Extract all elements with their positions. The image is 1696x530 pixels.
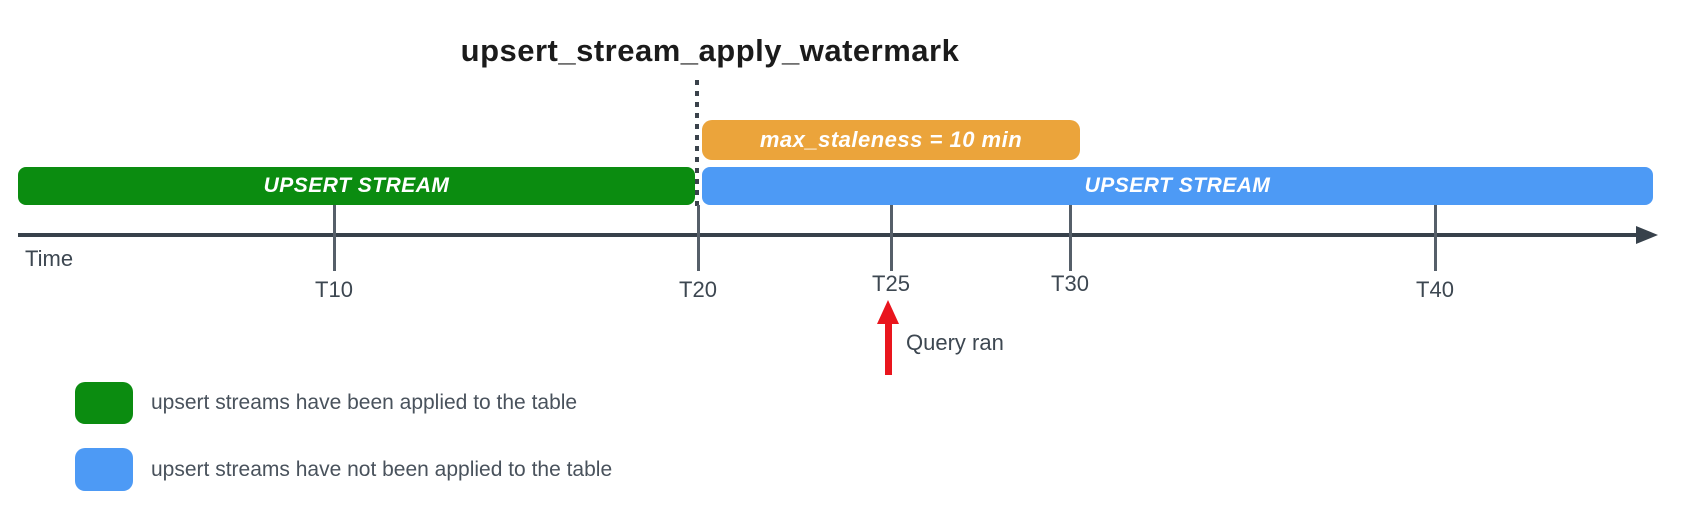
upsert-stream-applied-bar-label: UPSERT STREAM xyxy=(263,174,450,197)
tick-t30-label: T30 xyxy=(1051,271,1089,296)
query-ran-arrow-shaft xyxy=(885,318,892,375)
tick-t20-line xyxy=(697,205,700,271)
query-ran-arrow-icon xyxy=(877,300,899,324)
tick-t25-line xyxy=(890,205,893,271)
tick-t20-label: T20 xyxy=(679,277,717,302)
tick-t10-label: T10 xyxy=(315,277,353,302)
watermark-dotted-line xyxy=(695,80,699,206)
upsert-stream-pending-bar-label: UPSERT STREAM xyxy=(1084,174,1271,197)
time-axis-arrowhead-icon xyxy=(1636,226,1658,244)
query-ran-label: Query ran xyxy=(906,330,1004,355)
tick-t30-line xyxy=(1069,205,1072,271)
tick-t10-line xyxy=(333,205,336,271)
time-axis-line xyxy=(18,233,1640,237)
tick-t25-label: T25 xyxy=(872,271,910,296)
upsert-stream-applied-bar: UPSERT STREAM xyxy=(18,167,695,205)
upsert-stream-pending-bar: UPSERT STREAM xyxy=(702,167,1653,205)
legend-item-applied: upsert streams have been applied to the … xyxy=(75,382,577,424)
legend-swatch-green xyxy=(75,382,133,424)
tick-t40-line xyxy=(1434,205,1437,271)
diagram-title: upsert_stream_apply_watermark xyxy=(460,33,960,68)
tick-t40-label: T40 xyxy=(1416,277,1454,302)
max-staleness-bar: max_staleness = 10 min xyxy=(702,120,1080,160)
legend-label-not-applied: upsert streams have not been applied to … xyxy=(151,457,613,481)
legend-label-applied: upsert streams have been applied to the … xyxy=(151,391,578,414)
legend-swatch-blue xyxy=(75,448,133,491)
max-staleness-bar-label: max_staleness = 10 min xyxy=(759,127,1023,152)
legend-item-not-applied: upsert streams have not been applied to … xyxy=(75,448,612,491)
time-axis-label: Time xyxy=(25,246,74,271)
